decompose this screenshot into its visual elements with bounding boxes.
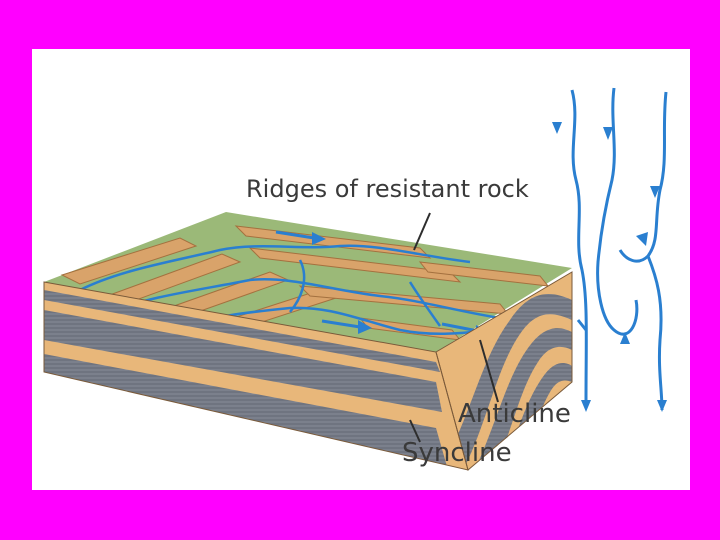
- label-syncline: Syncline: [402, 438, 512, 468]
- label-ridges-of-resistant-rock: Ridges of resistant rock: [246, 175, 529, 203]
- block-outline: [43, 271, 573, 471]
- plan-view-drainage: [570, 87, 668, 411]
- label-anticline: Anticline: [458, 399, 571, 429]
- leader-lines: [409, 212, 499, 443]
- plan-view-arrows: [552, 122, 667, 412]
- front-face-layers: [44, 282, 468, 470]
